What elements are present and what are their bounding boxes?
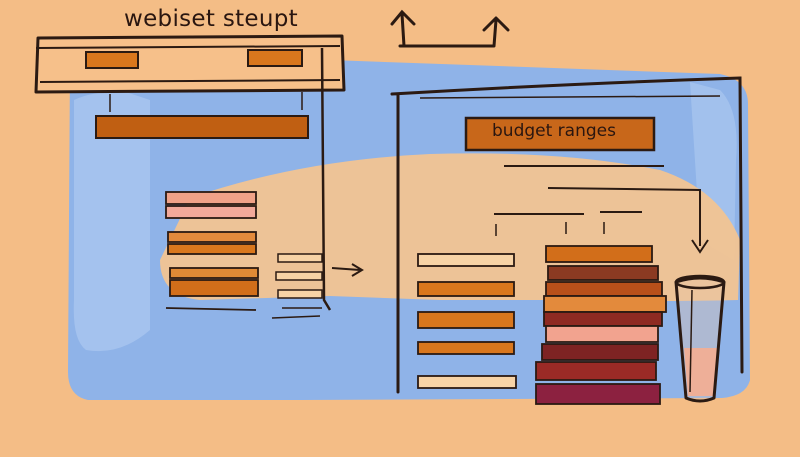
header-bar-left — [85, 51, 139, 69]
connector-line — [320, 47, 332, 311]
sketch-title: webiset steupt — [124, 6, 298, 32]
stack-block-2 — [547, 265, 659, 281]
range-bar-a2 — [417, 281, 515, 297]
stack-block-1 — [545, 245, 653, 263]
stack-block-6 — [545, 325, 659, 343]
small-item-1 — [277, 253, 323, 263]
range-bar-a5 — [417, 375, 517, 389]
connector-arrow — [331, 263, 364, 277]
left-bar-6 — [169, 279, 259, 297]
beige-panel — [160, 153, 740, 301]
budget-ranges-label: budget ranges — [492, 121, 616, 141]
left-bar-5 — [169, 267, 259, 279]
cup-icon — [674, 276, 726, 403]
left-bar-3 — [167, 231, 257, 243]
right-frame — [390, 76, 744, 394]
stack-block-5 — [543, 311, 663, 327]
range-bar-a4 — [417, 341, 515, 355]
cup-fill — [684, 348, 718, 396]
stack-block-3 — [545, 281, 663, 297]
left-bar-4 — [167, 243, 257, 255]
arrow-bracket — [398, 16, 510, 48]
stack-block-8 — [535, 361, 657, 381]
budget-label-box — [464, 116, 656, 152]
left-bar-2 — [165, 205, 257, 219]
main-bar — [95, 115, 309, 139]
up-arrow-left — [390, 9, 416, 48]
down-arrow — [691, 239, 709, 254]
blue-wash-left — [73, 91, 150, 352]
header-bar-right — [247, 49, 303, 67]
range-bar-a1 — [417, 253, 515, 267]
stack-block-7 — [541, 343, 659, 361]
range-bar-a3 — [417, 311, 515, 329]
stack-block-4 — [543, 295, 667, 313]
small-item-3 — [277, 289, 323, 299]
small-item-2 — [275, 271, 323, 281]
left-bar-1 — [165, 191, 257, 205]
stack-block-9 — [535, 383, 661, 405]
